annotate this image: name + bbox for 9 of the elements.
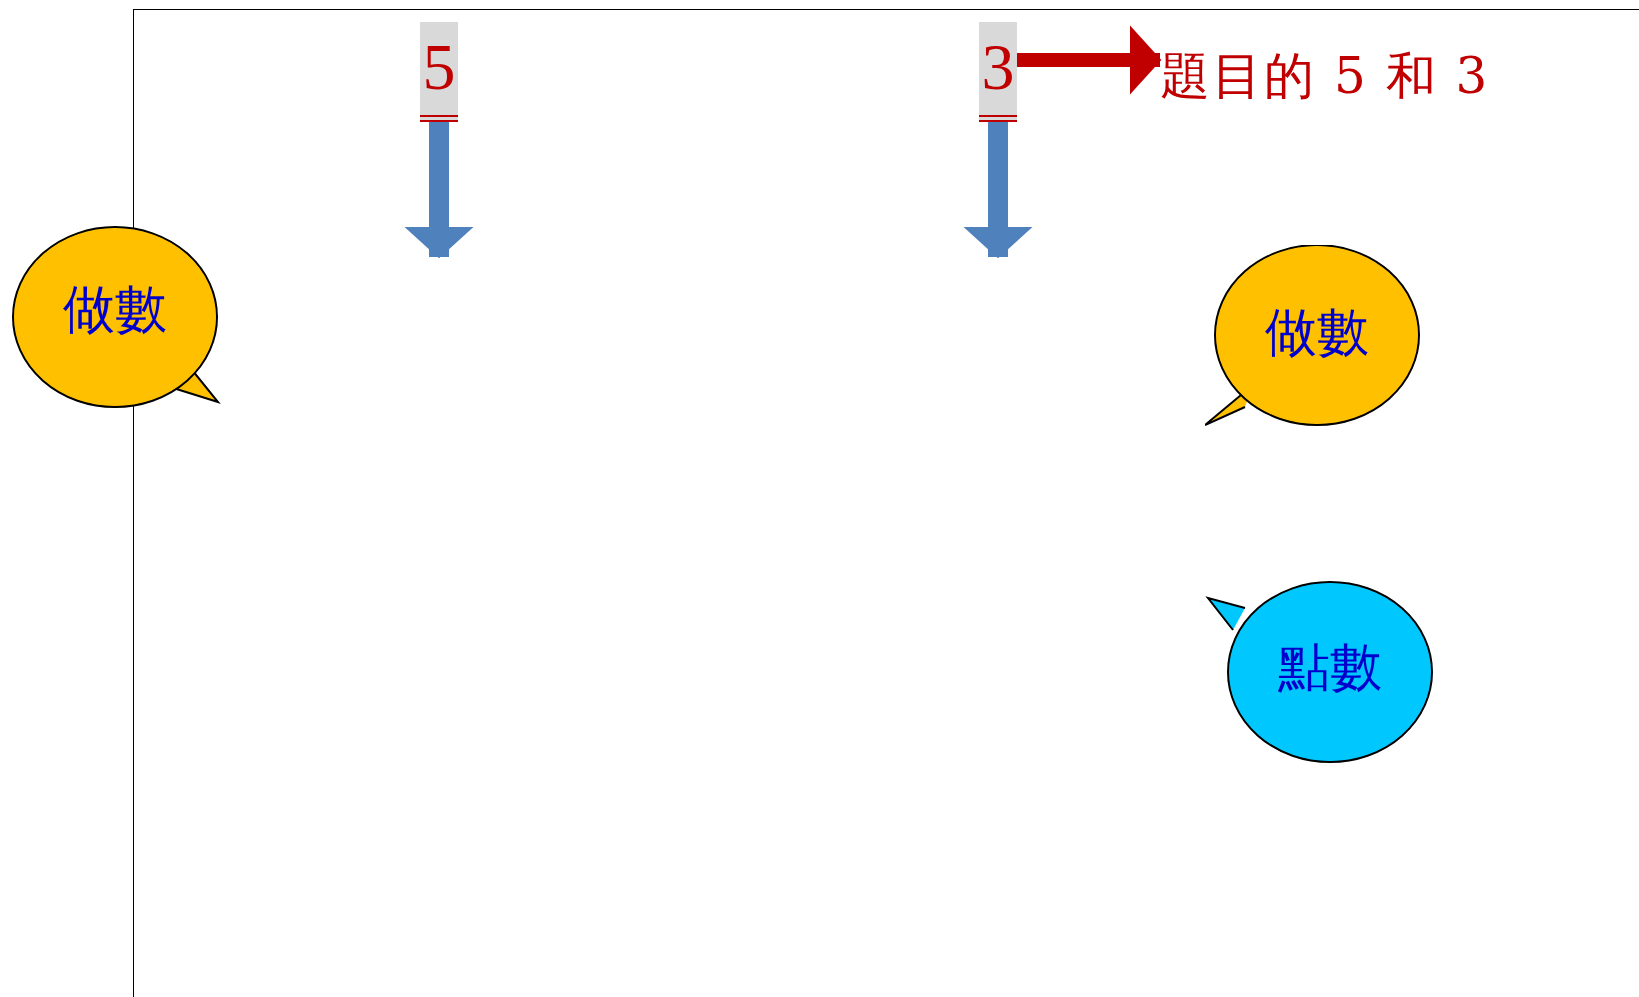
arrow — [1017, 26, 1161, 94]
down-arrow — [405, 122, 473, 258]
bubble-text: 做數 — [63, 278, 167, 341]
bubble-text: 點數 — [1278, 636, 1382, 699]
heading-text: 題目的 5 和 3 — [1160, 36, 1630, 116]
digit: 3 — [979, 22, 1017, 122]
bubble-text: 做數 — [1265, 301, 1369, 364]
digit: 5 — [420, 22, 458, 122]
down-arrow — [964, 122, 1032, 258]
